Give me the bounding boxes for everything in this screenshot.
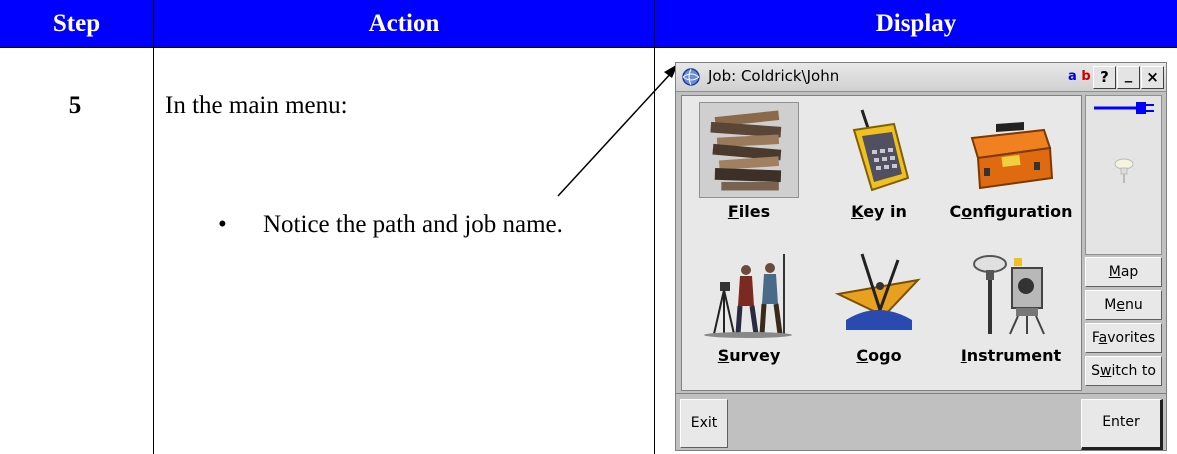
- controller-keypad-icon: [852, 109, 910, 192]
- header-display: Display: [655, 0, 1177, 47]
- instrument-icon: [973, 255, 1045, 335]
- row-divider: [0, 47, 1177, 48]
- close-button[interactable]: ×: [1141, 66, 1164, 89]
- surveyors-icon: [704, 254, 792, 338]
- side-panel: Map Menu Favorites Switch to: [1085, 95, 1162, 389]
- switch-to-button-rest: itch to: [1111, 363, 1156, 379]
- tile-configuration[interactable]: Configuration: [947, 98, 1075, 238]
- device-screen: Job: Coldrick\John a b ? _ × Files: [675, 62, 1167, 451]
- tile-key-in[interactable]: Key in: [815, 98, 943, 238]
- header-step: Step: [0, 0, 153, 47]
- tile-configuration-mnemonic: o: [961, 202, 973, 221]
- toolbox-icon: [970, 122, 1054, 190]
- bottom-bar: Exit Enter: [676, 393, 1166, 451]
- favorites-button-rest: vorites: [1107, 330, 1156, 346]
- header-action-label: Action: [368, 9, 440, 37]
- favorites-button-pre: F: [1091, 330, 1099, 346]
- favorites-button[interactable]: Favorites: [1085, 323, 1162, 353]
- header-step-label: Step: [52, 9, 101, 37]
- tile-files-label: Files: [685, 202, 813, 221]
- input-mode-b: b: [1081, 69, 1091, 84]
- favorites-button-mnemonic: a: [1098, 330, 1108, 346]
- switch-to-button-mnemonic: w: [1099, 363, 1112, 379]
- tile-files-rest: iles: [738, 202, 771, 221]
- tile-survey-mnemonic: S: [717, 346, 730, 365]
- exit-button[interactable]: Exit: [680, 399, 728, 448]
- tile-files[interactable]: Files: [685, 98, 813, 238]
- switch-to-button-pre: S: [1091, 363, 1100, 379]
- receiver-status-icon: [1114, 158, 1134, 183]
- map-button-mnemonic: M: [1108, 264, 1121, 280]
- tile-survey-rest: urvey: [729, 346, 781, 365]
- map-button[interactable]: Map: [1085, 257, 1162, 287]
- tile-instrument[interactable]: Instrument: [947, 242, 1075, 382]
- tile-instrument-label: Instrument: [947, 346, 1075, 365]
- bullet-item: • Notice the path and job name.: [218, 206, 588, 243]
- tile-cogo[interactable]: Cogo: [815, 242, 943, 382]
- tile-key-in-mnemonic: K: [851, 202, 864, 221]
- files-icon: [699, 102, 799, 198]
- menu-button-mnemonic: e: [1116, 297, 1125, 313]
- main-menu-grid: Files Key in: [681, 95, 1082, 391]
- globe-logo-icon: [682, 68, 700, 86]
- tile-key-in-rest: ey in: [863, 202, 907, 221]
- header-display-label: Display: [875, 9, 957, 37]
- compass-protractor-icon: [834, 253, 921, 330]
- tile-cogo-rest: ogo: [868, 346, 902, 365]
- tile-cogo-mnemonic: C: [856, 346, 869, 365]
- help-button[interactable]: ?: [1093, 66, 1116, 89]
- step-number: 5: [68, 92, 82, 119]
- enter-button[interactable]: Enter: [1081, 399, 1163, 450]
- job-title: Job: Coldrick\John: [708, 67, 840, 85]
- header-action: Action: [154, 0, 654, 47]
- input-mode-indicator[interactable]: a b: [1068, 69, 1091, 84]
- tile-cogo-label: Cogo: [815, 346, 943, 365]
- tile-configuration-label: Configuration: [947, 202, 1075, 221]
- tile-configuration-rest: nfiguration: [972, 202, 1073, 221]
- column-divider-1: [153, 0, 154, 454]
- tile-instrument-mnemonic: I: [960, 346, 967, 365]
- tile-configuration-pre: C: [949, 202, 962, 221]
- tile-key-in-label: Key in: [815, 202, 943, 221]
- minimize-button[interactable]: _: [1117, 66, 1140, 89]
- menu-button[interactable]: Menu: [1085, 290, 1162, 320]
- bullet-text: Notice the path and job name.: [263, 211, 563, 238]
- input-mode-a: a: [1068, 69, 1077, 84]
- power-connected-icon: [1094, 102, 1154, 114]
- switch-to-button[interactable]: Switch to: [1085, 356, 1162, 386]
- title-bar: Job: Coldrick\John a b ? _ ×: [676, 63, 1166, 92]
- tile-survey[interactable]: Survey: [685, 242, 813, 382]
- menu-button-rest: nu: [1124, 297, 1143, 313]
- action-text: In the main menu:: [165, 92, 348, 119]
- tile-instrument-rest: nstrument: [966, 346, 1062, 365]
- tile-survey-label: Survey: [685, 346, 813, 365]
- menu-button-pre: M: [1104, 297, 1117, 313]
- column-divider-2: [654, 0, 655, 454]
- bullet-dot: •: [218, 211, 227, 238]
- map-button-rest: ap: [1120, 264, 1139, 280]
- status-panel: [1085, 95, 1162, 255]
- tile-files-mnemonic: F: [727, 202, 739, 221]
